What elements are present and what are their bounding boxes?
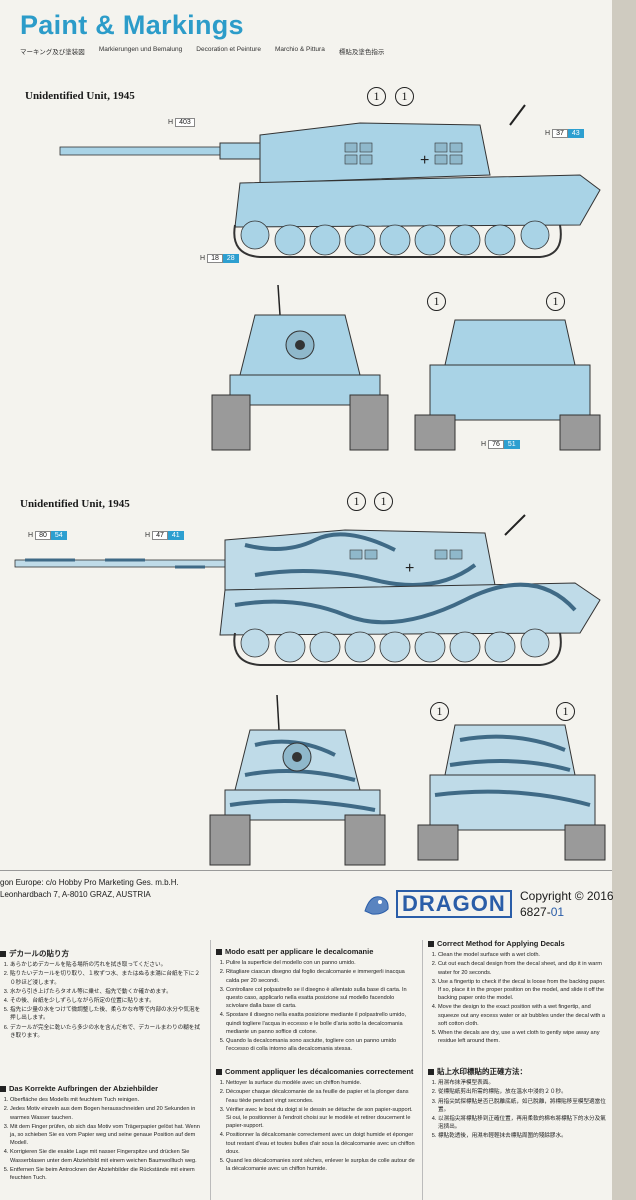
color-callout-barrel-mid: H 47 41 <box>145 531 184 540</box>
tank-front-view-scheme2 <box>209 694 386 866</box>
subtitle-zh: 標貼及塗色指示 <box>338 49 385 56</box>
decal-callout: 1 <box>430 702 449 721</box>
column-divider <box>422 940 423 1200</box>
page-title: Paint & Markings <box>20 10 244 40</box>
instructions-zh: 貼上水印標貼的正確方法： 用濕布抹淨模型表面。 從標貼紙剪出所需的標貼，放在溫水… <box>428 1067 610 1142</box>
tank-rear-view-scheme2 <box>417 724 606 861</box>
copyright-block: Copyright © 2016 6827-01 <box>520 889 614 919</box>
tank-side-view-scheme2: + <box>14 514 601 666</box>
subtitle-it: Marchio & Pittura <box>274 46 325 53</box>
decal-callout: 1 <box>374 492 393 511</box>
instructions-fr: Comment appliquer les décalcomanies corr… <box>216 1067 416 1174</box>
color-callout-barrel-tip: H 80 54 <box>28 531 67 540</box>
decal-callout: 1 <box>556 702 575 721</box>
page-edge <box>612 0 636 1200</box>
title-translations: マーキング及び塗装図 Markierungen und Bemalung Dec… <box>20 46 384 56</box>
instructions-de: Das Korrekte Aufbringen der Abziehbilder… <box>0 1084 205 1183</box>
instructions-it: Modo esatt per applicare le decalcomanie… <box>216 947 416 1054</box>
scheme1-unit-label: Unidentified Unit, 1945 <box>25 90 135 102</box>
tank-front-view-scheme1 <box>211 284 389 451</box>
decal-callout: 1 <box>427 292 446 311</box>
tank-side-view-scheme1: + <box>59 104 601 258</box>
color-callout-barrel: H 403 <box>168 118 195 127</box>
dragon-logo: DRAGON <box>362 889 514 919</box>
dragon-emblem-icon <box>364 896 389 915</box>
instructions-en: Correct Method for Applying Decals Clean… <box>428 939 610 1046</box>
decal-callout: 1 <box>546 292 565 311</box>
color-callout-tracks: H 18 28 <box>200 254 239 263</box>
subtitle-fr: Decoration et Peinture <box>196 46 261 53</box>
svg-text:+: + <box>420 152 429 169</box>
decal-callout: 1 <box>367 87 386 106</box>
scheme2-unit-label: Unidentified Unit, 1945 <box>20 498 130 510</box>
footer-divider <box>0 870 612 871</box>
color-callout-hull: H 37 43 <box>545 129 584 138</box>
svg-text:+: + <box>405 560 414 577</box>
decal-callout: 1 <box>347 492 366 511</box>
decal-callout: 1 <box>395 87 414 106</box>
column-divider <box>210 940 211 1200</box>
subtitle-ja: マーキング及び塗装図 <box>20 49 85 56</box>
instructions-ja: デカールの貼り方 あらかじめデカールを貼る場所の汚れを拭き取ってください。 貼り… <box>0 949 205 1041</box>
subtitle-de: Markierungen und Bemalung <box>98 46 183 53</box>
tank-rear-view-scheme1 <box>414 319 601 451</box>
color-callout-rear: H 76 51 <box>481 440 520 449</box>
distributor-address: gon Europe: c/o Hobby Pro Marketing Ges.… <box>0 878 179 899</box>
